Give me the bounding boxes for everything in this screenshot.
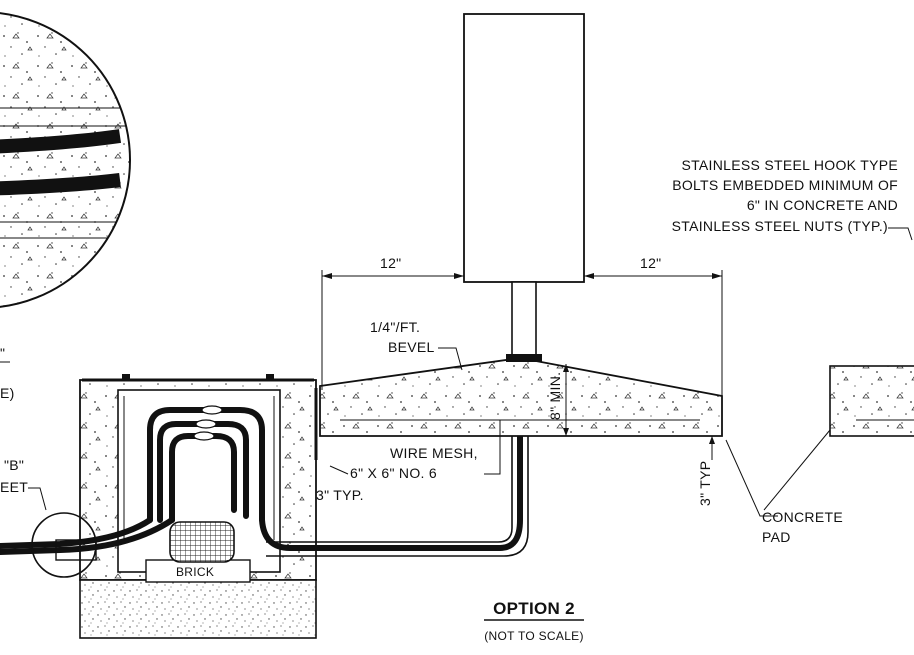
title: OPTION 2 — [493, 599, 575, 618]
cables-in-box — [0, 357, 523, 555]
pull-box: BRICK — [79, 374, 317, 639]
detail-circle — [0, 12, 131, 308]
bolts-line-2: BOLTS EMBEDDED MINIMUM OF — [672, 177, 898, 193]
bevel-line-2: BEVEL — [388, 339, 435, 355]
brick-label: BRICK — [176, 565, 214, 579]
wire-mesh-note: WIRE MESH, 6" X 6" NO. 6 — [329, 420, 501, 481]
min-depth-label: 8" MIN. — [547, 372, 563, 420]
typ-3-left-label: 3" TYP. — [316, 487, 364, 503]
pedestal — [463, 13, 585, 362]
dimension-12-left: 12" — [321, 255, 464, 390]
dim-right-label: 12" — [640, 255, 661, 271]
concrete-pad — [314, 357, 723, 460]
concrete-pad-line-1: CONCRETE — [762, 509, 843, 525]
bolts-line-1: STAINLESS STEEL HOOK TYPE — [681, 157, 898, 173]
dimension-12-right: 12" — [584, 255, 723, 396]
detail-b-sheet-label: EET — [0, 479, 28, 495]
bolts-note: STAINLESS STEEL HOOK TYPE BOLTS EMBEDDED… — [672, 157, 913, 241]
dim-left-label: 12" — [380, 255, 401, 271]
bevel-note: 1/4"/FT. BEVEL — [370, 319, 463, 371]
drawing-title: OPTION 2 (NOT TO SCALE) — [484, 599, 584, 643]
left-cut-label-1: " — [0, 345, 5, 361]
concrete-pad-note: CONCRETE PAD — [725, 429, 843, 545]
bevel-line-1: 1/4"/FT. — [370, 319, 420, 335]
right-concrete-block — [829, 365, 914, 437]
subtitle: (NOT TO SCALE) — [484, 629, 584, 643]
typ-3-right-dimension: 3" TYP — [697, 436, 715, 506]
detail-b-label: "B" — [4, 457, 24, 473]
typ-3-right-label: 3" TYP — [697, 461, 713, 506]
wire-mesh-line-2: 6" X 6" NO. 6 — [350, 465, 437, 481]
bolts-line-3: 6" IN CONCRETE AND — [747, 197, 898, 213]
min-depth-dimension: 8" MIN. — [547, 364, 569, 436]
concrete-pad-line-2: PAD — [762, 529, 791, 545]
wire-mesh-line-1: WIRE MESH, — [390, 445, 478, 461]
bolts-line-4: STAINLESS STEEL NUTS (TYP.) — [672, 218, 888, 234]
left-cut-label-2: E) — [0, 385, 15, 401]
detail-b-circle — [31, 512, 97, 578]
